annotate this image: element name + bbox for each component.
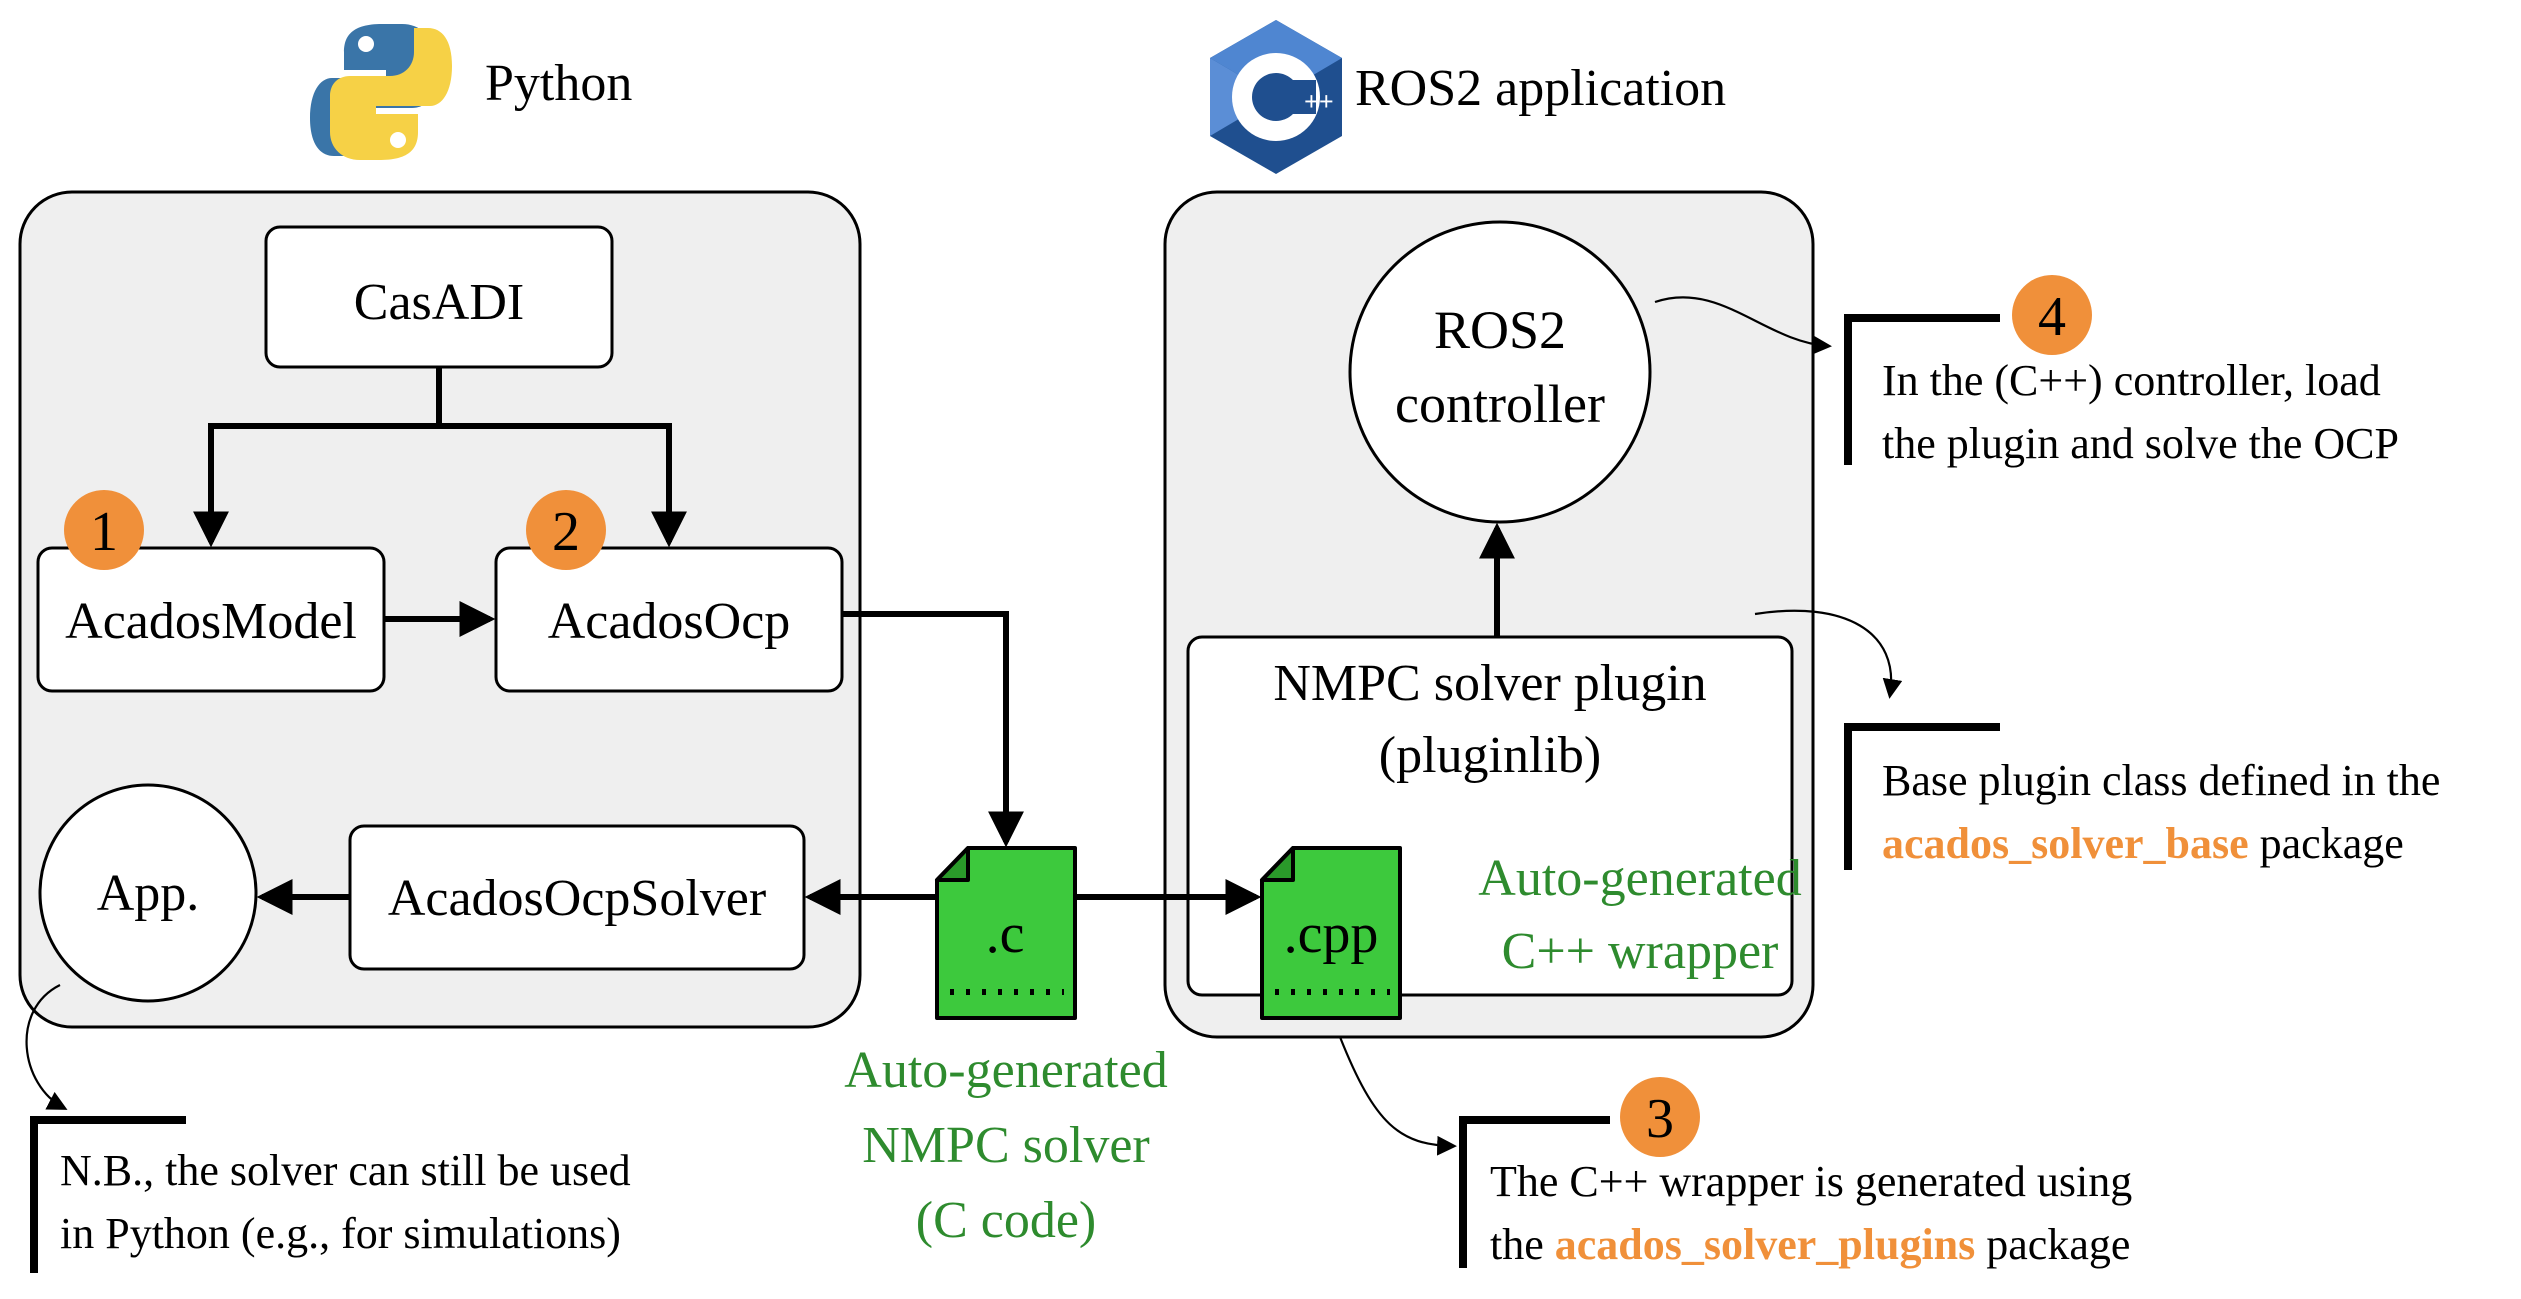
plugin-note-bracket [1844,723,2000,870]
plugin-note-line-2: acados_solver_base package [1882,819,2404,868]
wrapper-note-suffix: package [1975,1220,2130,1269]
step-badge-3-label: 3 [1646,1088,1674,1150]
controller-note-bracket [1844,314,2000,465]
app-node [38,783,258,1003]
acados-ocp-solver-label: AcadosOcpSolver [388,870,766,927]
ocp-to-c-file-arrow [842,611,1024,848]
wrapper-note-line-2: the acados_solver_plugins package [1490,1220,2130,1269]
python-panel [18,190,862,1029]
python-note-bracket [30,1116,186,1273]
nmpc-plugin-label-2: (pluginlib) [1379,727,1601,784]
c-file-icon [935,846,1077,1020]
ros-header: ROS2 application [1355,60,1726,117]
wrapper-note-bracket [1459,1116,1610,1268]
python-header: Python [485,55,632,112]
plugin-note-suffix: package [2249,819,2404,868]
c-solver-label-2: NMPC solver [862,1117,1149,1174]
cpp-file-ext: .cpp [1284,903,1379,965]
note-brackets [30,314,2000,1273]
step-badge-1-label: 1 [90,501,118,563]
acados-model-label: AcadosModel [65,593,357,650]
flow-arrows [193,367,1515,915]
acados-solver-base-pkg: acados_solver_base [1882,819,2249,868]
controller-callout-curve [1654,296,1832,355]
ros2-controller-label-2: controller [1395,374,1605,434]
plugin-note-line-1: Base plugin class defined in the [1882,756,2440,805]
ros2-controller-node [1348,220,1652,524]
step-badge-4-label: 4 [2038,286,2066,348]
python-note-line-1: N.B., the solver can still be used [60,1146,631,1195]
c-solver-label-1: Auto-generated [844,1042,1167,1099]
step-badge-4 [2012,275,2092,355]
nmpc-plugin-label-1: NMPC solver plugin [1273,655,1706,712]
casadi-label: CasADI [354,274,524,331]
wrapper-note-line-1: The C++ wrapper is generated using [1490,1157,2132,1206]
cpp-wrapper-label-2: C++ wrapper [1502,923,1779,980]
cpp-logo-icon: ++ [1210,20,1342,174]
controller-note-line-1: In the (C++) controller, load [1882,356,2381,405]
step-badge-2-label: 2 [552,501,580,563]
casadi-to-model-arrow [193,367,442,548]
plugin-callout-curve [1754,609,1903,699]
cpp-wrapper-label-1: Auto-generated [1478,850,1801,907]
acados-ocp-box [494,546,844,693]
python-note-line-2: in Python (e.g., for simulations) [60,1209,621,1258]
step-badge-1 [64,490,144,570]
acados-solver-plugins-pkg: acados_solver_plugins [1555,1220,1976,1269]
acados-ocp-label: AcadosOcp [548,593,791,650]
step-badge-3 [1620,1077,1700,1157]
casadi-to-ocp-arrow [439,423,687,548]
controller-note-line-2: the plugin and solve the OCP [1882,419,2399,468]
wrapper-callout-curve [1338,1036,1457,1156]
app-label: App. [97,865,200,922]
python-callout-curve [25,984,68,1110]
wrapper-note-prefix: the [1490,1220,1555,1269]
callout-curves [25,296,1903,1156]
python-logo-icon [310,24,452,160]
step-badge-2 [526,490,606,570]
svg-text:++: ++ [1304,87,1334,116]
c-file-ext: .c [986,903,1025,965]
cpp-file-icon [1260,846,1402,1020]
c-solver-label-3: (C code) [916,1192,1096,1249]
ros2-controller-label-1: ROS2 [1434,300,1566,360]
